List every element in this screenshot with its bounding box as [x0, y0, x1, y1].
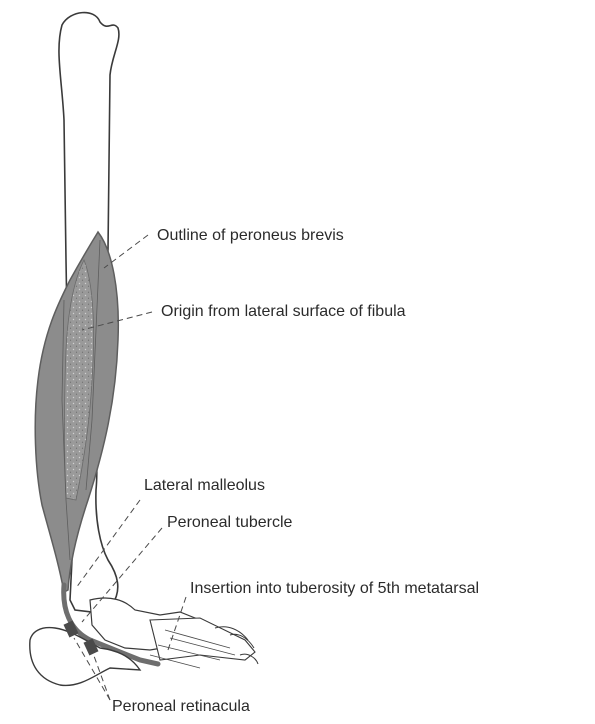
- label-origin-fibula: Origin from lateral surface of fibula: [161, 303, 406, 321]
- label-outline-peroneus-brevis: Outline of peroneus brevis: [157, 227, 344, 245]
- label-insertion: Insertion into tuberosity of 5th metatar…: [190, 580, 479, 598]
- label-lateral-malleolus: Lateral malleolus: [144, 477, 265, 495]
- label-peroneal-tubercle: Peroneal tubercle: [167, 514, 292, 532]
- label-peroneal-retinacula: Peroneal retinacula: [112, 698, 250, 716]
- metatarsal-bones: [150, 618, 255, 660]
